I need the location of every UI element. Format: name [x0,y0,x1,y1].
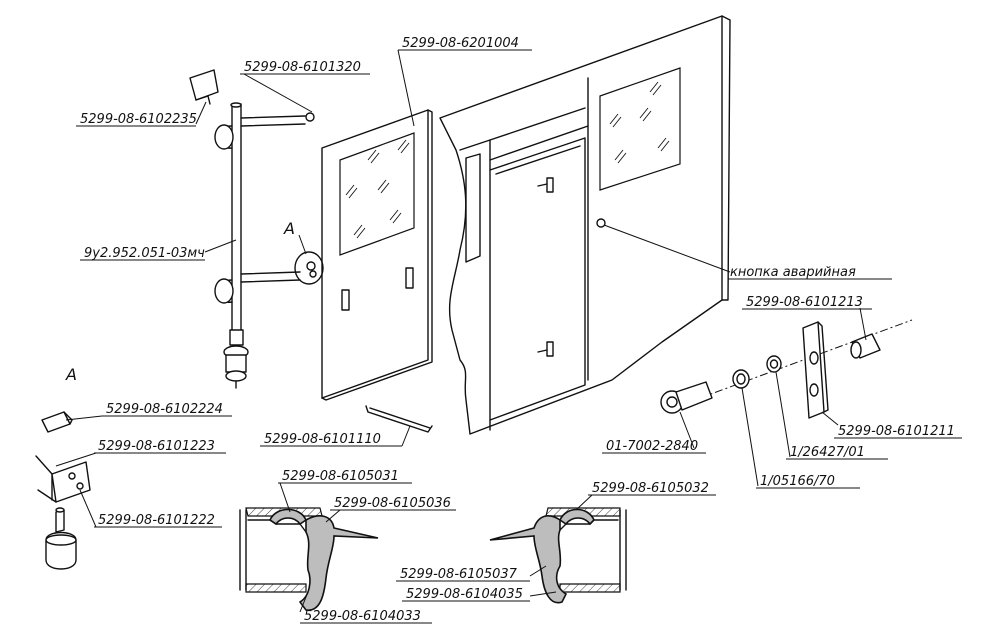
leader-lines [55,49,867,613]
label-view-a-section: A [65,365,77,384]
rod-assembly [214,102,315,389]
label-6101222: 5299-08-6101222 [98,513,215,528]
label-6201004: 5299-08-6201004 [402,36,519,51]
label-6101320: 5299-08-6101320 [244,60,361,75]
label-rod: 9у2.952.051-03мч [84,246,205,261]
label-6105032: 5299-08-6105032 [592,481,709,496]
part-labels: 5299-08-6102235 5299-08-6101320 5299-08-… [65,36,962,624]
label-6105031: 5299-08-6105031 [282,469,399,484]
seal-section-left [239,507,379,611]
view-a-parts [35,411,91,570]
bracket-6102235 [189,69,219,105]
seal-section-right [489,507,627,604]
body-side-panel [439,15,731,435]
label-6104035: 5299-08-6104035 [406,587,523,602]
door-leaf [321,109,433,433]
label-6104033: 5299-08-6104033 [304,609,421,624]
label-6101110: 5299-08-6101110 [264,432,381,447]
label-6101213: 5299-08-6101213 [746,295,863,310]
label-6105036: 5299-08-6105036 [334,496,451,511]
label-bolt: 01-7002-2840 [606,439,698,454]
view-a-detail [294,251,324,285]
label-6102235: 5299-08-6102235 [80,112,197,127]
label-6102224: 5299-08-6102224 [106,402,223,417]
label-6105037: 5299-08-6105037 [400,567,518,582]
label-washer-05166: 1/05166/70 [760,474,835,489]
hinge-detail [660,319,913,419]
label-6101211: 5299-08-6101211 [838,424,955,439]
label-6101223: 5299-08-6101223 [98,439,215,454]
label-washer-26427: 1/26427/01 [790,445,865,460]
label-view-a: A [283,219,295,238]
label-emergency-button: кнопка аварийная [730,265,856,280]
